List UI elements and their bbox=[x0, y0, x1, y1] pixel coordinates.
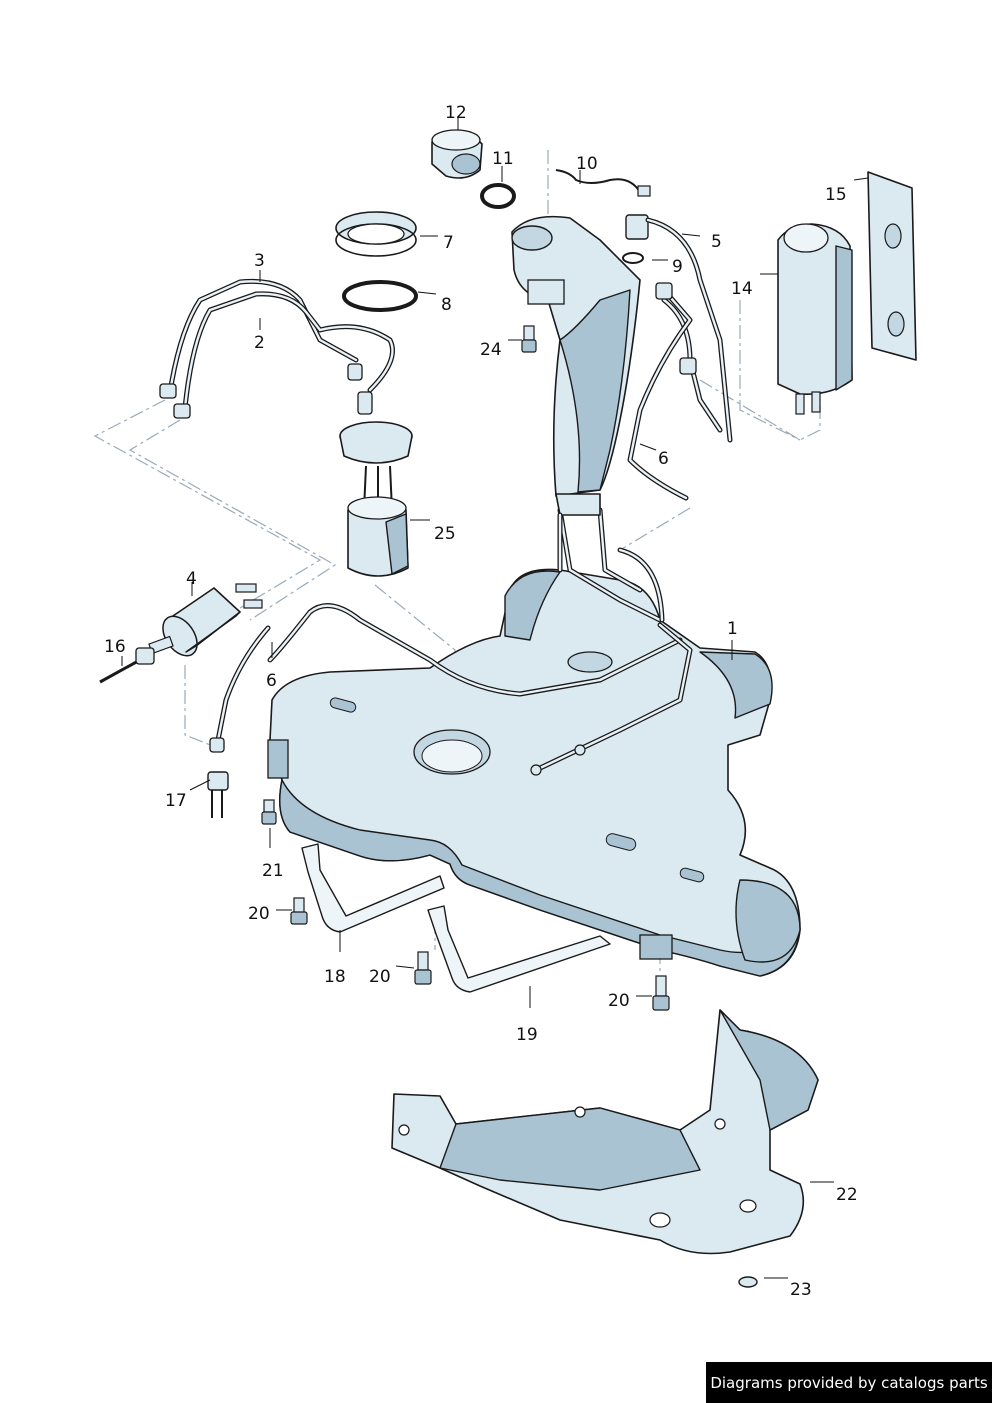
callout-9: 9 bbox=[672, 257, 683, 277]
nut-23 bbox=[738, 1276, 758, 1288]
bolt-20a bbox=[290, 897, 308, 925]
callout-19: 19 bbox=[516, 1025, 538, 1045]
callout-20-right: 20 bbox=[608, 991, 630, 1011]
leader-lines bbox=[121, 118, 869, 1279]
locking-ring bbox=[335, 211, 417, 257]
seal-ring bbox=[480, 183, 516, 209]
screw-24 bbox=[521, 325, 537, 353]
bolt-21 bbox=[261, 799, 277, 825]
callout-11: 11 bbox=[492, 149, 514, 169]
line-connector-16 bbox=[99, 647, 155, 684]
connector-17 bbox=[207, 771, 229, 818]
fuel-cap bbox=[431, 129, 483, 179]
callout-20-left: 20 bbox=[248, 904, 270, 924]
bolt-20c bbox=[652, 975, 670, 1011]
tank-seal bbox=[342, 280, 418, 312]
tank-strap-18 bbox=[301, 843, 445, 933]
tank-fuel-lines bbox=[267, 507, 693, 776]
callout-16: 16 bbox=[104, 637, 126, 657]
callout-5: 5 bbox=[711, 232, 722, 252]
callout-3: 3 bbox=[254, 251, 265, 271]
canister-bracket bbox=[867, 171, 917, 361]
carbon-canister bbox=[777, 223, 853, 415]
callout-22: 22 bbox=[836, 1185, 858, 1205]
callout-4: 4 bbox=[186, 569, 197, 589]
callout-7: 7 bbox=[443, 233, 454, 253]
callout-1: 1 bbox=[727, 619, 738, 639]
callout-labels: 1 2 3 4 5 6 6 7 8 9 10 11 12 14 15 16 17… bbox=[104, 103, 858, 1300]
callout-23: 23 bbox=[790, 1280, 812, 1300]
wiring-harness bbox=[555, 169, 641, 193]
fuel-pump-unit bbox=[339, 391, 413, 577]
bolt-20b bbox=[414, 951, 432, 985]
callout-6-upper: 6 bbox=[658, 449, 669, 469]
callout-17: 17 bbox=[165, 791, 187, 811]
vent-lines bbox=[627, 217, 733, 501]
heat-shield bbox=[391, 1009, 819, 1255]
breather-valve bbox=[622, 214, 649, 264]
callout-6-lower: 6 bbox=[266, 671, 277, 691]
callout-24: 24 bbox=[480, 340, 502, 360]
callout-15: 15 bbox=[825, 185, 847, 205]
callout-21: 21 bbox=[262, 861, 284, 881]
callout-18: 18 bbox=[324, 967, 346, 987]
callout-20-middle: 20 bbox=[369, 967, 391, 987]
callout-14: 14 bbox=[731, 279, 753, 299]
callout-25: 25 bbox=[434, 524, 456, 544]
fuel-filter bbox=[148, 583, 263, 657]
callout-10: 10 bbox=[576, 154, 598, 174]
filler-neck bbox=[511, 215, 641, 573]
callout-12: 12 bbox=[445, 103, 467, 123]
fuel-line-lower bbox=[209, 625, 271, 753]
callout-8: 8 bbox=[441, 295, 452, 315]
callout-2: 2 bbox=[254, 333, 265, 353]
tank-strap-19 bbox=[427, 905, 611, 993]
fuel-lines-upper bbox=[159, 278, 395, 419]
credit-banner: Diagrams provided by catalogs parts bbox=[706, 1362, 992, 1403]
